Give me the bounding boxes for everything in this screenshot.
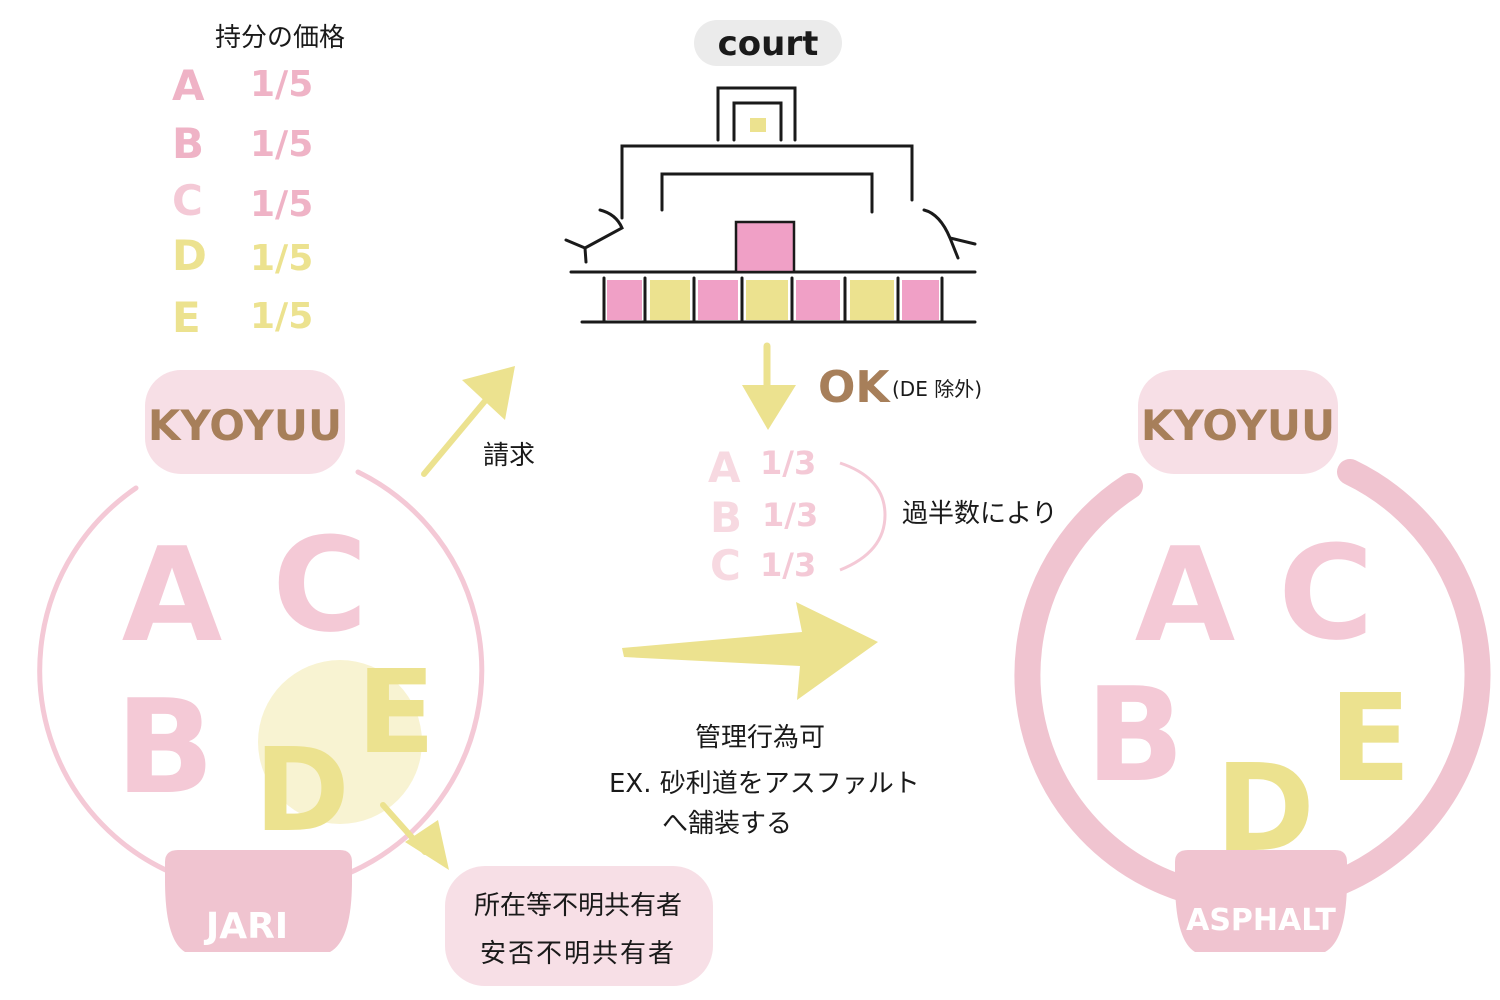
left-highlight-circle bbox=[258, 660, 422, 824]
share-owner-c: C bbox=[172, 176, 203, 225]
left-base-label: JARI bbox=[203, 906, 288, 947]
court-tower-window bbox=[750, 118, 766, 132]
shares-list: A 1/5 B 1/5 C 1/5 D 1/5 E 1/5 bbox=[172, 61, 313, 342]
left-kyoyuu-badge bbox=[145, 370, 345, 474]
left-kyoyuu-label: KYOYUU bbox=[148, 401, 342, 450]
new-share-value-c: 1/3 bbox=[760, 546, 816, 584]
left-letter-d: D bbox=[254, 724, 349, 858]
action-line2: EX. 砂利道をアスファルト bbox=[609, 769, 920, 799]
right-letter-a: A bbox=[1135, 519, 1236, 671]
majority-brace bbox=[839, 461, 887, 572]
right-base-label: ASPHALT bbox=[1186, 903, 1336, 938]
request-label: 請求 bbox=[483, 441, 535, 471]
share-owner-b: B bbox=[172, 119, 204, 168]
right-kyoyuu-label: KYOYUU bbox=[1141, 401, 1335, 450]
share-value-b: 1/5 bbox=[250, 124, 313, 165]
new-share-owner-a: A bbox=[708, 443, 741, 492]
shares-title: 持分の価格 bbox=[215, 23, 345, 53]
left-letter-e: E bbox=[357, 646, 436, 780]
unknown-owner-line1: 所在等不明共有者 bbox=[474, 891, 682, 921]
new-share-value-a: 1/3 bbox=[760, 444, 816, 482]
right-group: KYOYUU A C B D E ASPHALT bbox=[1014, 370, 1491, 952]
request-arrow bbox=[421, 366, 515, 477]
share-owner-e: E bbox=[172, 293, 201, 342]
unknown-owner-line2: 安否不明共有者 bbox=[480, 939, 676, 969]
main-transition-arrow bbox=[622, 602, 878, 700]
right-base bbox=[1175, 850, 1347, 952]
court-door bbox=[734, 220, 796, 274]
left-base bbox=[165, 850, 352, 952]
share-value-d: 1/5 bbox=[250, 238, 313, 279]
right-kyoyuu-badge bbox=[1138, 370, 1338, 474]
share-owner-d: D bbox=[172, 231, 207, 280]
action-line3: へ舗装する bbox=[662, 809, 792, 839]
majority-note: 過半数により bbox=[902, 499, 1057, 529]
new-share-owner-c: C bbox=[710, 541, 741, 590]
new-share-value-b: 1/3 bbox=[762, 496, 818, 534]
unknown-owner-arrow bbox=[380, 802, 449, 870]
share-value-e: 1/5 bbox=[250, 296, 313, 337]
right-letter-c: C bbox=[1278, 517, 1373, 669]
left-letter-c: C bbox=[272, 509, 367, 661]
court-label: court bbox=[718, 24, 819, 64]
court-columns bbox=[607, 280, 939, 320]
approval-note: (DE 除外) bbox=[892, 377, 982, 401]
unknown-owners-box bbox=[445, 866, 713, 986]
left-letter-b: B bbox=[115, 671, 214, 823]
action-line1: 管理行為可 bbox=[695, 723, 825, 753]
new-shares-list: A 1/3 B 1/3 C 1/3 bbox=[708, 443, 818, 590]
left-letter-a: A bbox=[122, 519, 223, 671]
left-group: KYOYUU A C B D E JARI bbox=[37, 370, 485, 952]
share-value-c: 1/5 bbox=[250, 184, 313, 225]
court-label-pill bbox=[694, 20, 842, 66]
approval-arrow bbox=[742, 342, 796, 430]
approval-ok: OK bbox=[818, 362, 891, 413]
share-value-a: 1/5 bbox=[250, 64, 313, 105]
new-share-owner-b: B bbox=[710, 493, 742, 542]
right-letter-b: B bbox=[1085, 659, 1184, 811]
right-letter-e: E bbox=[1329, 670, 1411, 809]
share-owner-a: A bbox=[172, 61, 205, 110]
